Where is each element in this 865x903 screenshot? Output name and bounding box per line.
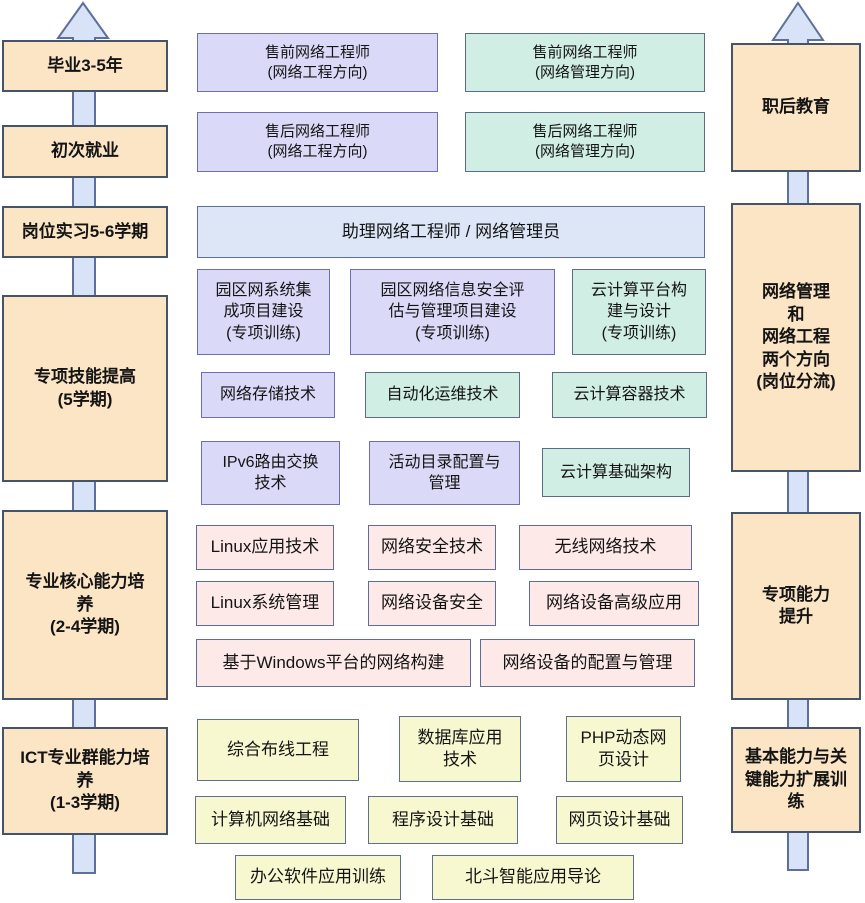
course-wireless: 无线网络技术 [519, 525, 692, 570]
stage-ict-group-ability: ICT专业群能力培 养 (1-3学期) [2, 727, 168, 835]
course-campus-security-evaluation: 园区网络信息安全评 估与管理项目建设 (专项训练) [350, 269, 555, 355]
course-device-security: 网络设备安全 [368, 581, 496, 626]
stage-basic-key-ability: 基本能力与关 键能力扩展训 练 [731, 727, 861, 833]
course-web-design: 网页设计基础 [556, 796, 683, 844]
course-linux-sys: Linux系统管理 [196, 581, 334, 626]
stage-first-employment: 初次就业 [2, 125, 168, 178]
job-aftersales-management: 售后网络工程师 (网络管理方向) [465, 112, 705, 172]
stage-graduation-3-5yr: 毕业3-5年 [2, 40, 168, 92]
stage-special-skill-improve: 专项技能提高 (5学期) [2, 295, 168, 482]
stage-special-ability-boost: 专项能力 提升 [731, 512, 861, 700]
course-active-directory: 活动目录配置与 管理 [369, 441, 520, 505]
course-device-advanced: 网络设备高级应用 [529, 581, 699, 626]
job-assistant-engineer: 助理网络工程师 / 网络管理员 [197, 206, 705, 258]
stage-core-ability: 专业核心能力培 养 (2-4学期) [2, 510, 168, 700]
stage-two-directions-split: 网络管理 和 网络工程 两个方向 (岗位分流) [731, 203, 861, 472]
course-cloud-infrastructure: 云计算基础架构 [542, 448, 690, 497]
course-database: 数据库应用 技术 [399, 716, 521, 782]
course-cloud-platform-design: 云计算平台构 建与设计 (专项训练) [572, 269, 706, 355]
course-php-web: PHP动态网 页设计 [566, 716, 681, 782]
course-programming: 程序设计基础 [368, 796, 518, 844]
job-aftersales-engineering: 售后网络工程师 (网络工程方向) [197, 112, 438, 172]
course-beidou: 北斗智能应用导论 [432, 855, 634, 900]
course-ipv6-routing: IPv6路由交换 技术 [201, 441, 340, 505]
course-automation-ops: 自动化运维技术 [365, 372, 520, 418]
course-device-config: 网络设备的配置与管理 [480, 639, 695, 687]
course-cloud-container: 云计算容器技术 [552, 372, 707, 418]
stage-internship-5-6-sem: 岗位实习5-6学期 [2, 206, 168, 258]
course-campus-network-integration: 园区网系统集 成项目建设 (专项训练) [197, 269, 330, 355]
job-presales-engineering: 售前网络工程师 (网络工程方向) [197, 33, 438, 92]
stage-post-education: 职后教育 [731, 43, 861, 172]
course-network-security: 网络安全技术 [368, 525, 496, 570]
course-cabling: 综合布线工程 [197, 719, 359, 781]
course-office-software: 办公软件应用训练 [235, 855, 401, 900]
course-windows-network: 基于Windows平台的网络构建 [196, 639, 471, 687]
job-presales-management: 售前网络工程师 (网络管理方向) [465, 33, 705, 92]
course-computer-network: 计算机网络基础 [195, 796, 346, 844]
course-linux-app: Linux应用技术 [196, 525, 334, 570]
course-network-storage: 网络存储技术 [201, 372, 335, 418]
